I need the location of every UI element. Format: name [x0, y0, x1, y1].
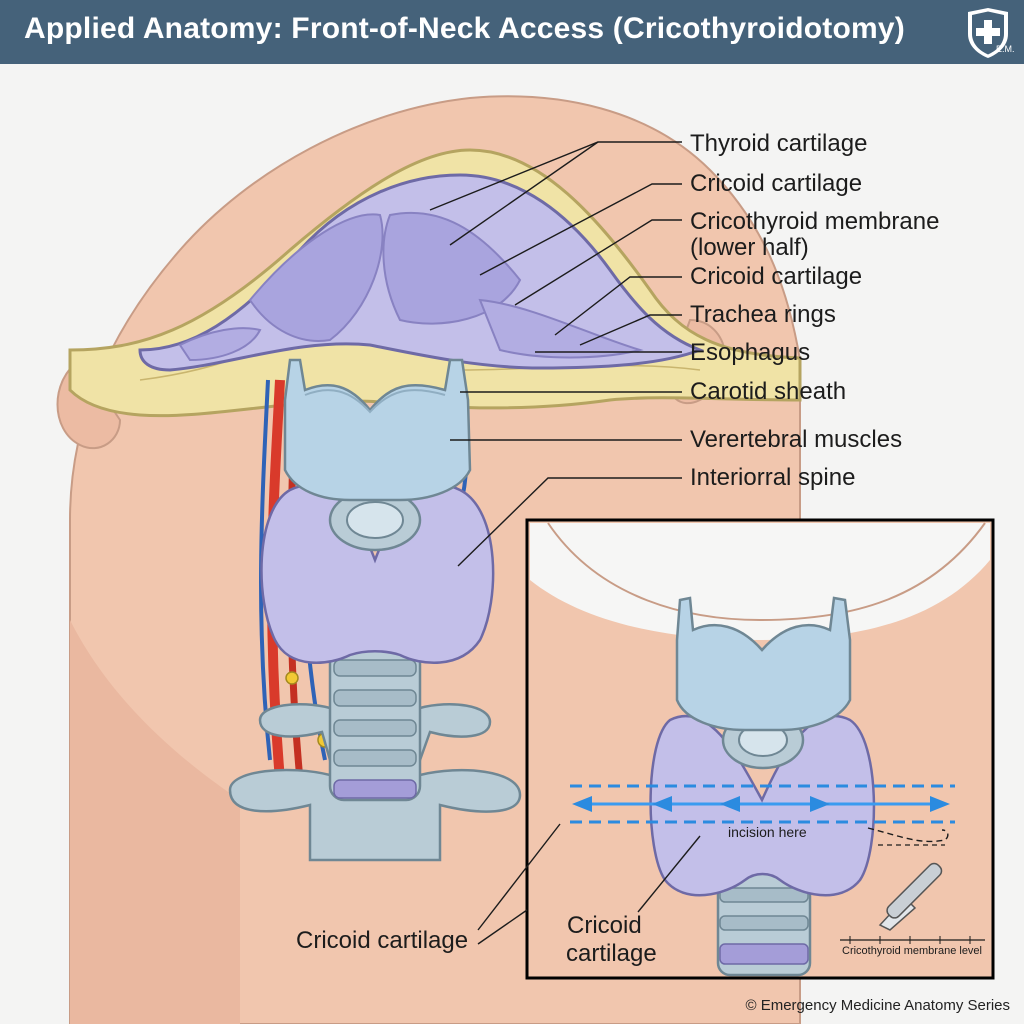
label-cricoid-cartilage-1: Cricoid cartilage — [690, 172, 862, 196]
label-cricothyroid-membrane-line2: (lower half) — [690, 236, 809, 260]
label-spine: Interiorral spine — [690, 466, 855, 490]
label-thyroid-cartilage: Thyroid cartilage — [690, 132, 867, 156]
label-inset-cricoid-line1: Cricoid — [567, 914, 642, 938]
inset-panel — [527, 520, 993, 978]
label-incision-here: incision here — [728, 825, 807, 839]
label-trachea-rings: Trachea rings — [690, 303, 836, 327]
label-carotid-sheath: Carotid sheath — [690, 380, 846, 404]
label-cricothyroid-membrane-line1: Cricothyroid membrane — [690, 210, 939, 234]
copyright-text: © Emergency Medicine Anatomy Series — [746, 997, 1011, 1014]
nerve-node — [286, 672, 298, 684]
label-inset-cricoid-line2: cartilage — [566, 942, 657, 966]
label-cricoid-cartilage-bottom: Cricoid cartilage — [296, 929, 468, 953]
label-esophagus: Esophagus — [690, 341, 810, 365]
label-vertebral-muscles: Verertebral muscles — [690, 428, 902, 452]
label-membrane-level: Cricothyroid membrane level — [842, 946, 982, 957]
label-cricoid-cartilage-2: Cricoid cartilage — [690, 265, 862, 289]
